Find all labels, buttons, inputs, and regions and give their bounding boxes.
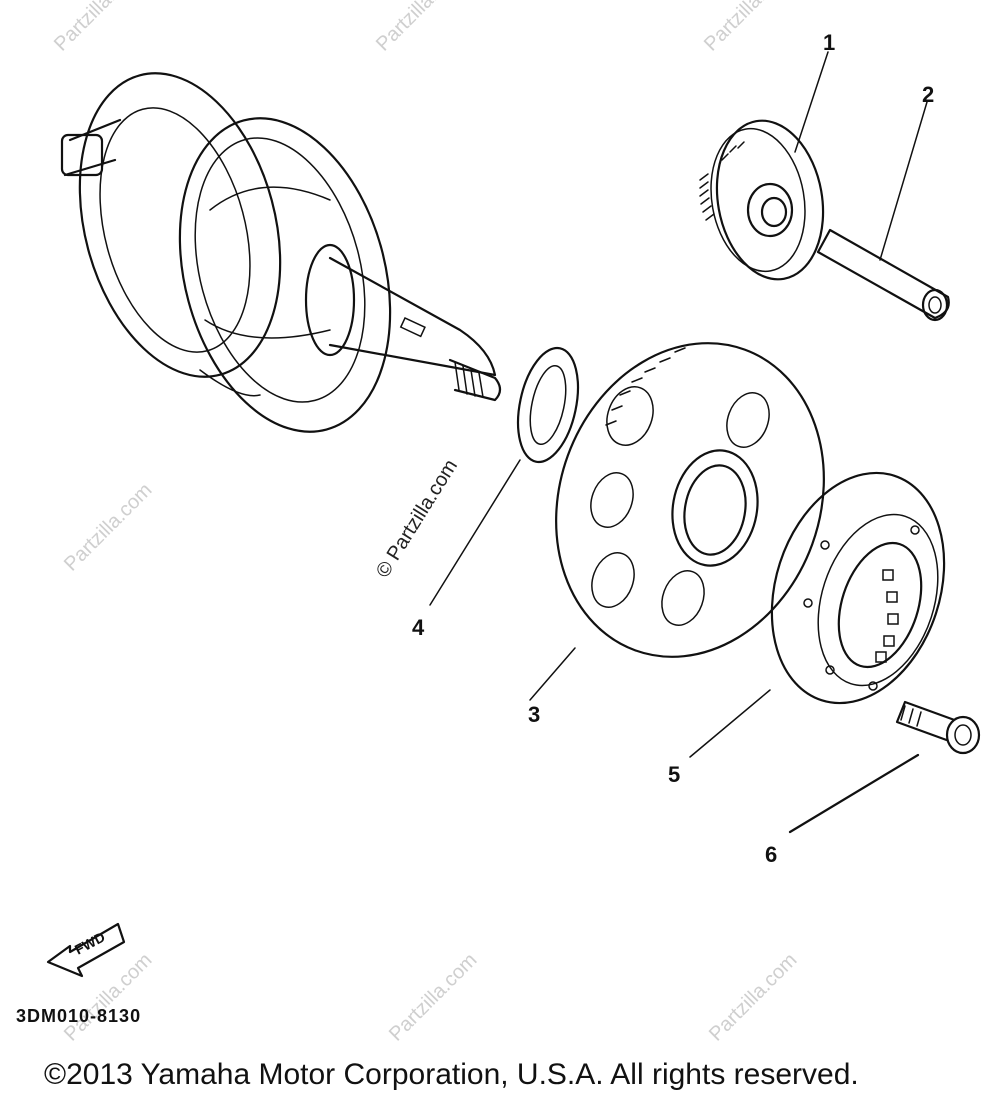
copyright-notice: ©2013 Yamaha Motor Corporation, U.S.A. A… xyxy=(44,1058,859,1091)
callout-6: 6 xyxy=(765,842,778,867)
leader-3 xyxy=(529,647,576,701)
leader-1 xyxy=(794,51,829,153)
crankshaft xyxy=(60,72,502,433)
callout-5: 5 xyxy=(668,762,681,787)
leader-4 xyxy=(429,459,521,606)
part-4-washer xyxy=(516,346,580,464)
callout-2: 2 xyxy=(922,82,935,107)
leader-5 xyxy=(689,689,771,758)
fwd-arrow-icon: FWD xyxy=(46,922,126,978)
part-2-shaft xyxy=(816,228,950,322)
drawing-code: 3DM010-8130 xyxy=(16,1006,142,1026)
part-1-idle-gear xyxy=(699,119,825,281)
leader-6 xyxy=(788,753,920,834)
part-3-starter-wheel-gear xyxy=(555,342,825,658)
leader-lines xyxy=(429,51,928,834)
leader-2 xyxy=(879,101,928,261)
part-6-bolt xyxy=(895,700,981,755)
part-5-starter-clutch xyxy=(770,471,946,705)
callout-3: 3 xyxy=(528,702,541,727)
callout-1: 1 xyxy=(823,30,836,55)
callout-4: 4 xyxy=(412,615,425,640)
